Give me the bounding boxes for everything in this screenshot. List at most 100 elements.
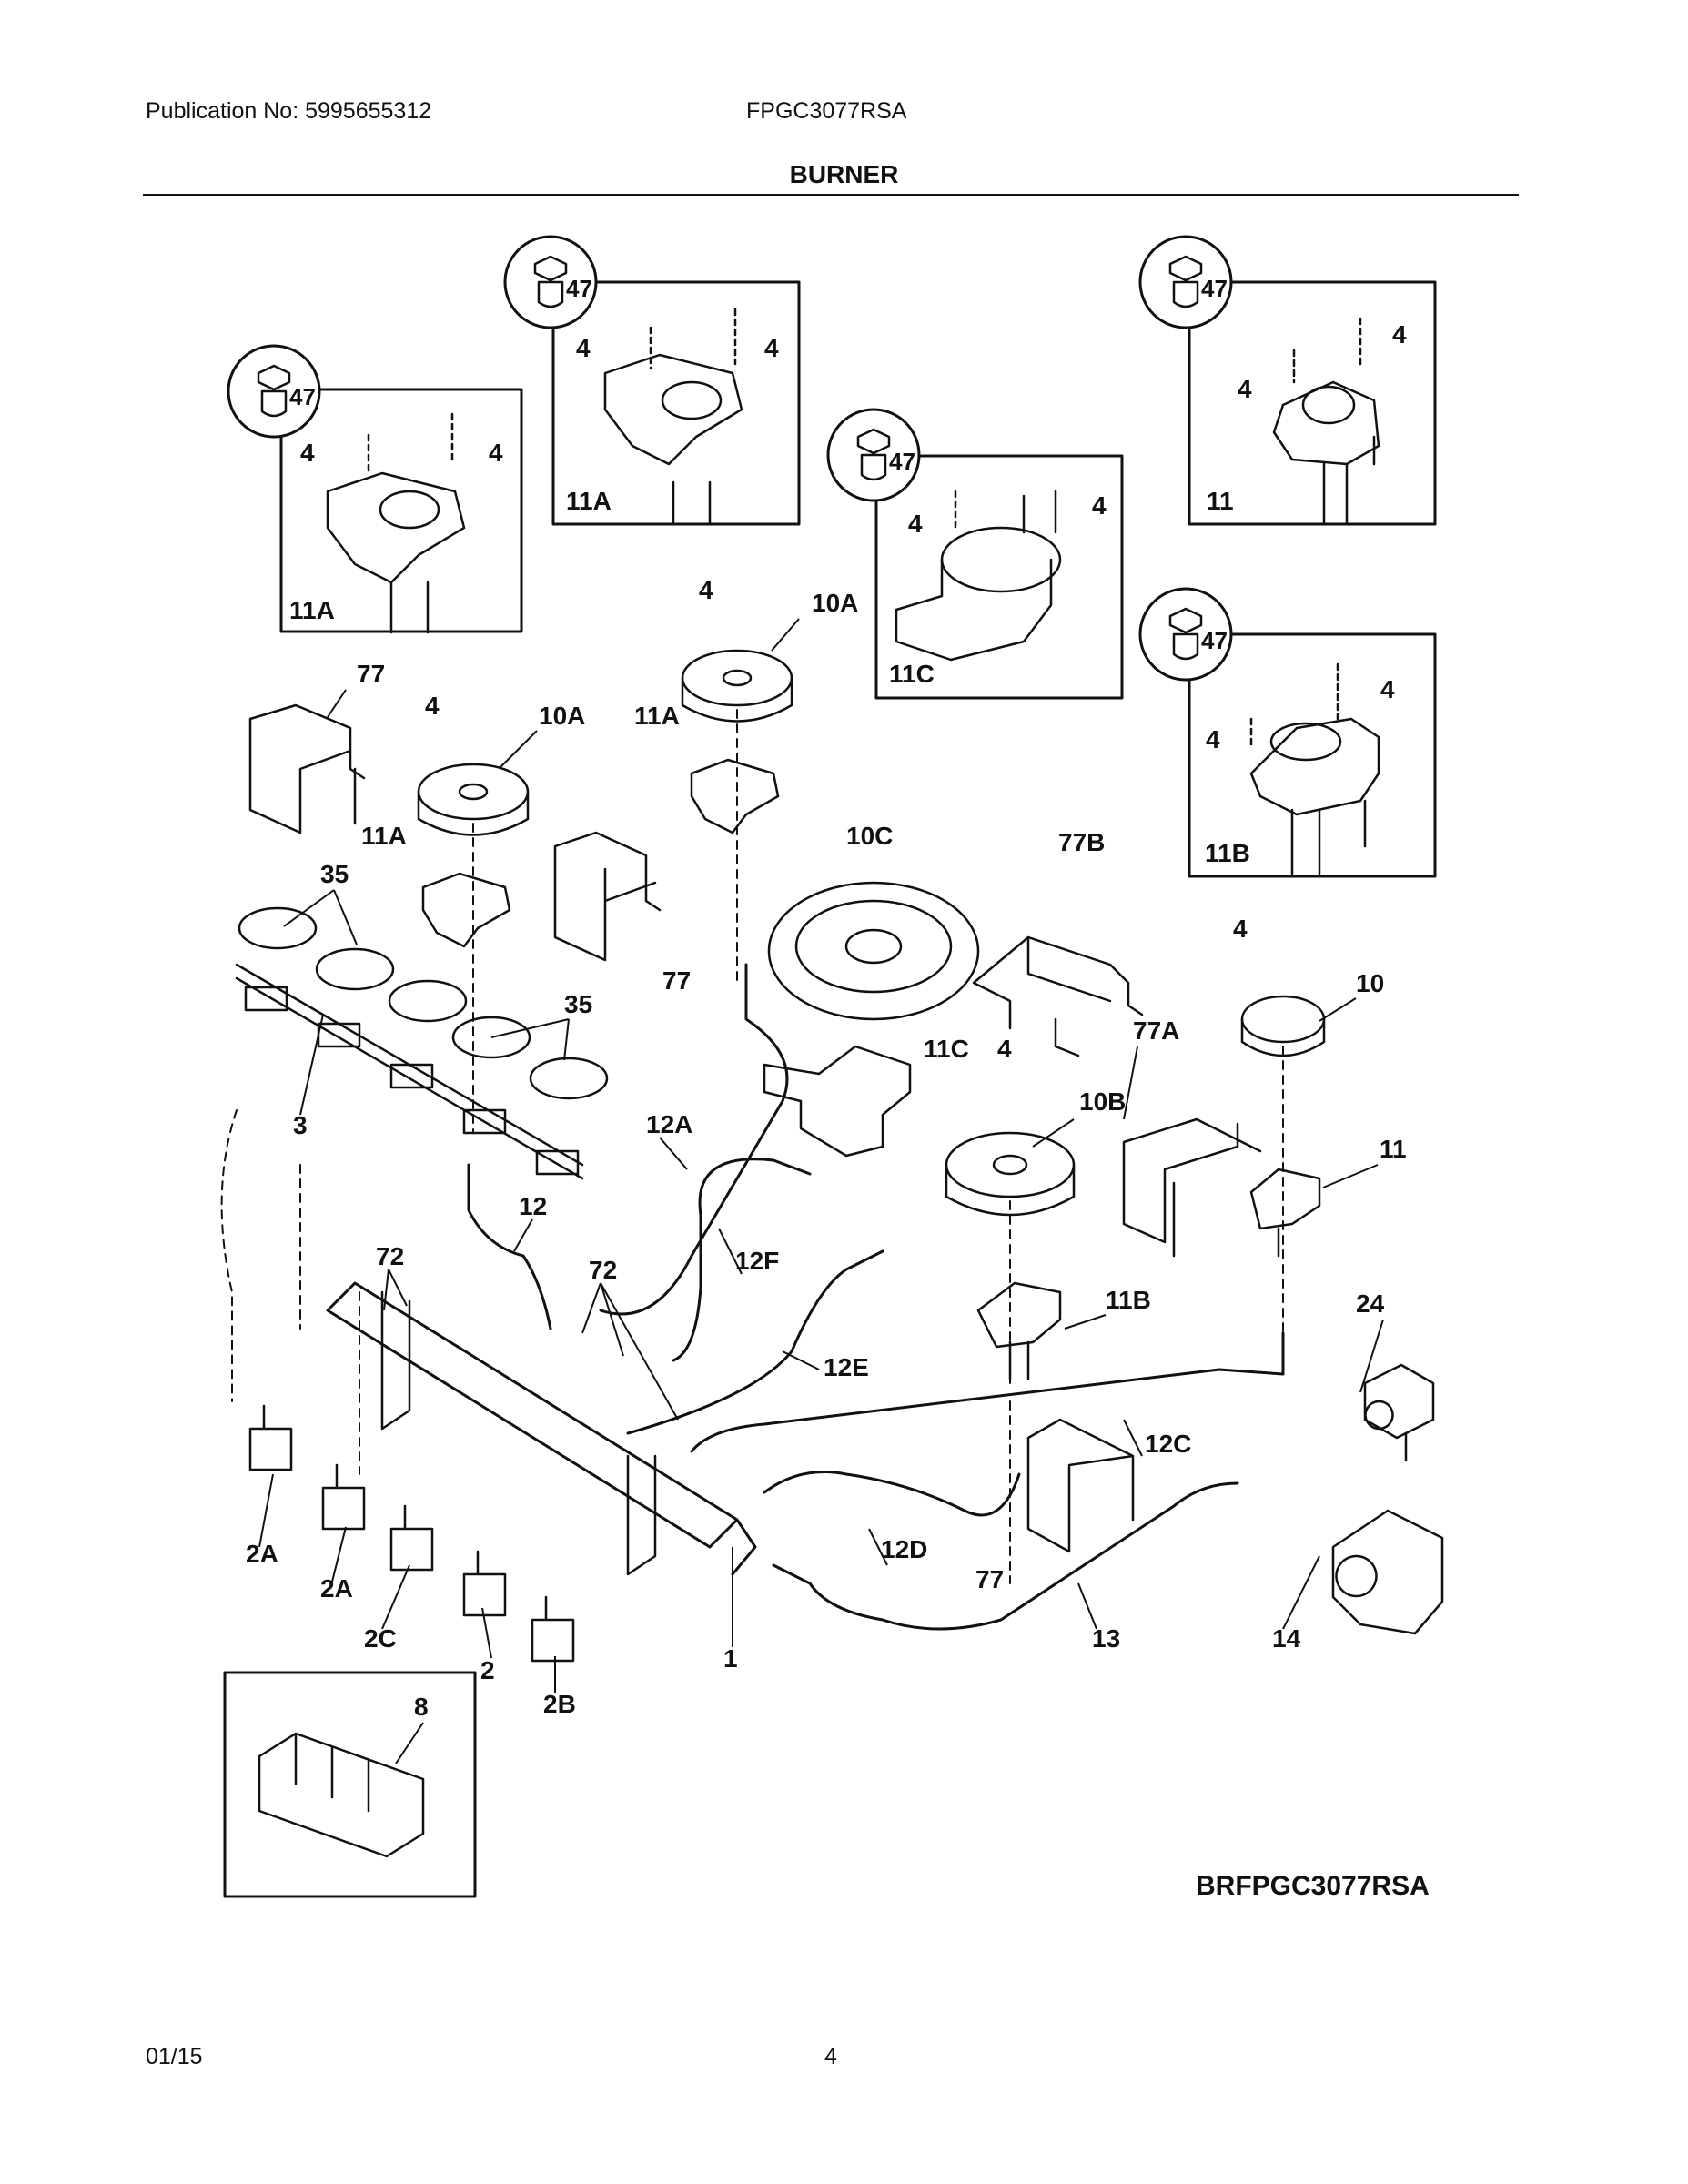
burner-head-11c bbox=[763, 1045, 912, 1158]
callout-4-d2: 4 bbox=[1392, 320, 1407, 349]
callout-11a-inset-center: 11A bbox=[566, 487, 612, 515]
burner-head-inset-11a-center bbox=[603, 308, 743, 525]
callout-24: 24 bbox=[1356, 1289, 1385, 1318]
callout-12f: 12F bbox=[735, 1247, 779, 1275]
callout-11a-main-lower: 11A bbox=[361, 822, 407, 850]
page-number: 4 bbox=[824, 2044, 837, 2069]
orifice-circle-11a-left bbox=[227, 344, 321, 439]
page-title: BURNER bbox=[789, 160, 899, 188]
elbow-fitting-24 bbox=[1363, 1363, 1435, 1462]
inset-box-11a-center bbox=[551, 280, 801, 526]
callout-11a-main-upper: 11A bbox=[634, 702, 680, 730]
callout-10b: 10B bbox=[1079, 1087, 1126, 1116]
callout-35-lower: 35 bbox=[564, 990, 592, 1018]
publication-number: Publication No: 5995655312 bbox=[146, 98, 432, 124]
callout-12d: 12D bbox=[881, 1535, 927, 1563]
callout-4-a1: 4 bbox=[300, 439, 315, 467]
callout-11: 11 bbox=[1380, 1135, 1407, 1163]
callout-47-a: 47 bbox=[289, 383, 316, 410]
bracket-77-left bbox=[248, 703, 366, 834]
callout-12c: 12C bbox=[1145, 1430, 1191, 1458]
header-divider bbox=[143, 194, 1519, 196]
tube-12a bbox=[599, 963, 789, 1316]
spark-module-8 bbox=[258, 1732, 425, 1858]
burner-cap-10b bbox=[945, 1131, 1076, 1217]
callout-10a-upper: 10A bbox=[812, 589, 858, 617]
assembly-dashed-lines bbox=[220, 709, 1284, 1584]
callout-4-e1: 4 bbox=[1206, 725, 1220, 753]
tube-12c bbox=[690, 1331, 1285, 1453]
burner-head-11a-upper bbox=[690, 758, 780, 834]
pressure-regulator-14 bbox=[1331, 1509, 1444, 1635]
bracket-77-bottom bbox=[1026, 1418, 1135, 1553]
bracket-77a bbox=[1122, 1117, 1262, 1258]
burner-head-11b bbox=[976, 1281, 1062, 1380]
callout-14: 14 bbox=[1272, 1624, 1301, 1653]
callout-8: 8 bbox=[414, 1693, 429, 1721]
callout-47-d: 47 bbox=[1201, 275, 1228, 302]
burner-base-10c bbox=[767, 881, 980, 1021]
inset-box-11b bbox=[1188, 632, 1437, 878]
callout-4-main-c: 4 bbox=[1233, 915, 1248, 943]
callout-2a-first: 2A bbox=[246, 1540, 278, 1568]
manifold-bracket bbox=[380, 1290, 657, 1576]
callout-47-b: 47 bbox=[566, 275, 592, 302]
callout-3: 3 bbox=[293, 1111, 308, 1139]
orifice-circle-11c bbox=[826, 408, 921, 502]
manifold-pipe-1 bbox=[326, 1281, 757, 1576]
burner-head-inset-11b bbox=[1249, 662, 1380, 875]
callout-4-e2: 4 bbox=[1380, 675, 1395, 703]
ignition-harness-3 bbox=[235, 963, 584, 1180]
callout-47-c: 47 bbox=[889, 448, 915, 475]
callout-11c-inset: 11C bbox=[889, 660, 935, 688]
inset-box-8 bbox=[223, 1671, 477, 1898]
burner-head-11a-lower bbox=[421, 872, 511, 948]
callout-4-b2: 4 bbox=[764, 334, 779, 362]
callout-77-bottom: 77 bbox=[975, 1565, 1004, 1593]
callout-2: 2 bbox=[480, 1656, 495, 1684]
callout-12: 12 bbox=[519, 1192, 547, 1220]
model-number: FPGC3077RSA bbox=[746, 98, 907, 124]
leader-lines bbox=[258, 618, 1384, 1764]
callout-1: 1 bbox=[723, 1644, 738, 1673]
callout-77a: 77A bbox=[1133, 1016, 1179, 1045]
bracket-77b bbox=[972, 935, 1144, 1057]
orifice-circle-11a-center bbox=[503, 235, 598, 329]
orifice-circle-11-right bbox=[1138, 235, 1233, 329]
bracket-77-center bbox=[553, 831, 662, 962]
callout-4-main-a: 4 bbox=[699, 576, 713, 604]
tube-12 bbox=[467, 1163, 552, 1330]
callout-10: 10 bbox=[1356, 969, 1384, 997]
orifice-circle-11b bbox=[1138, 587, 1233, 682]
tube-13 bbox=[772, 1481, 1239, 1631]
inset-box-11a-left bbox=[279, 388, 523, 633]
callout-11c-main: 11C bbox=[924, 1035, 969, 1063]
callout-72-right: 72 bbox=[589, 1256, 617, 1284]
callout-77b: 77B bbox=[1058, 828, 1105, 856]
inset-box-11-right bbox=[1188, 280, 1437, 526]
callout-12e: 12E bbox=[824, 1353, 869, 1381]
callout-4-c1: 4 bbox=[908, 510, 923, 538]
callout-4-d1: 4 bbox=[1238, 375, 1252, 403]
burner-valves bbox=[248, 1404, 575, 1663]
callout-2a-second: 2A bbox=[320, 1574, 353, 1603]
callout-4-main-b: 4 bbox=[425, 692, 440, 720]
callout-11-inset: 11 bbox=[1207, 487, 1234, 515]
burner-head-11 bbox=[1249, 1168, 1321, 1258]
footer-date: 01/15 bbox=[146, 2044, 203, 2069]
callout-13: 13 bbox=[1092, 1624, 1120, 1653]
burner-head-inset-11-right bbox=[1272, 317, 1380, 525]
callout-35-upper: 35 bbox=[320, 860, 349, 888]
inset-box-11c bbox=[874, 454, 1124, 700]
diagram-code: BRFPGC3077RSA bbox=[1196, 1871, 1430, 1901]
burner-cap-10a-upper bbox=[681, 649, 793, 723]
burner-head-inset-11a-left bbox=[326, 412, 466, 634]
callout-2b: 2B bbox=[543, 1690, 576, 1718]
burner-cap-10a-lower bbox=[417, 763, 530, 836]
callout-77-top: 77 bbox=[357, 660, 385, 688]
callout-10a-lower: 10A bbox=[539, 702, 585, 730]
callout-10c: 10C bbox=[846, 822, 893, 850]
callout-4-main-d: 4 bbox=[997, 1035, 1012, 1063]
spark-electrodes-35 bbox=[238, 906, 609, 1100]
